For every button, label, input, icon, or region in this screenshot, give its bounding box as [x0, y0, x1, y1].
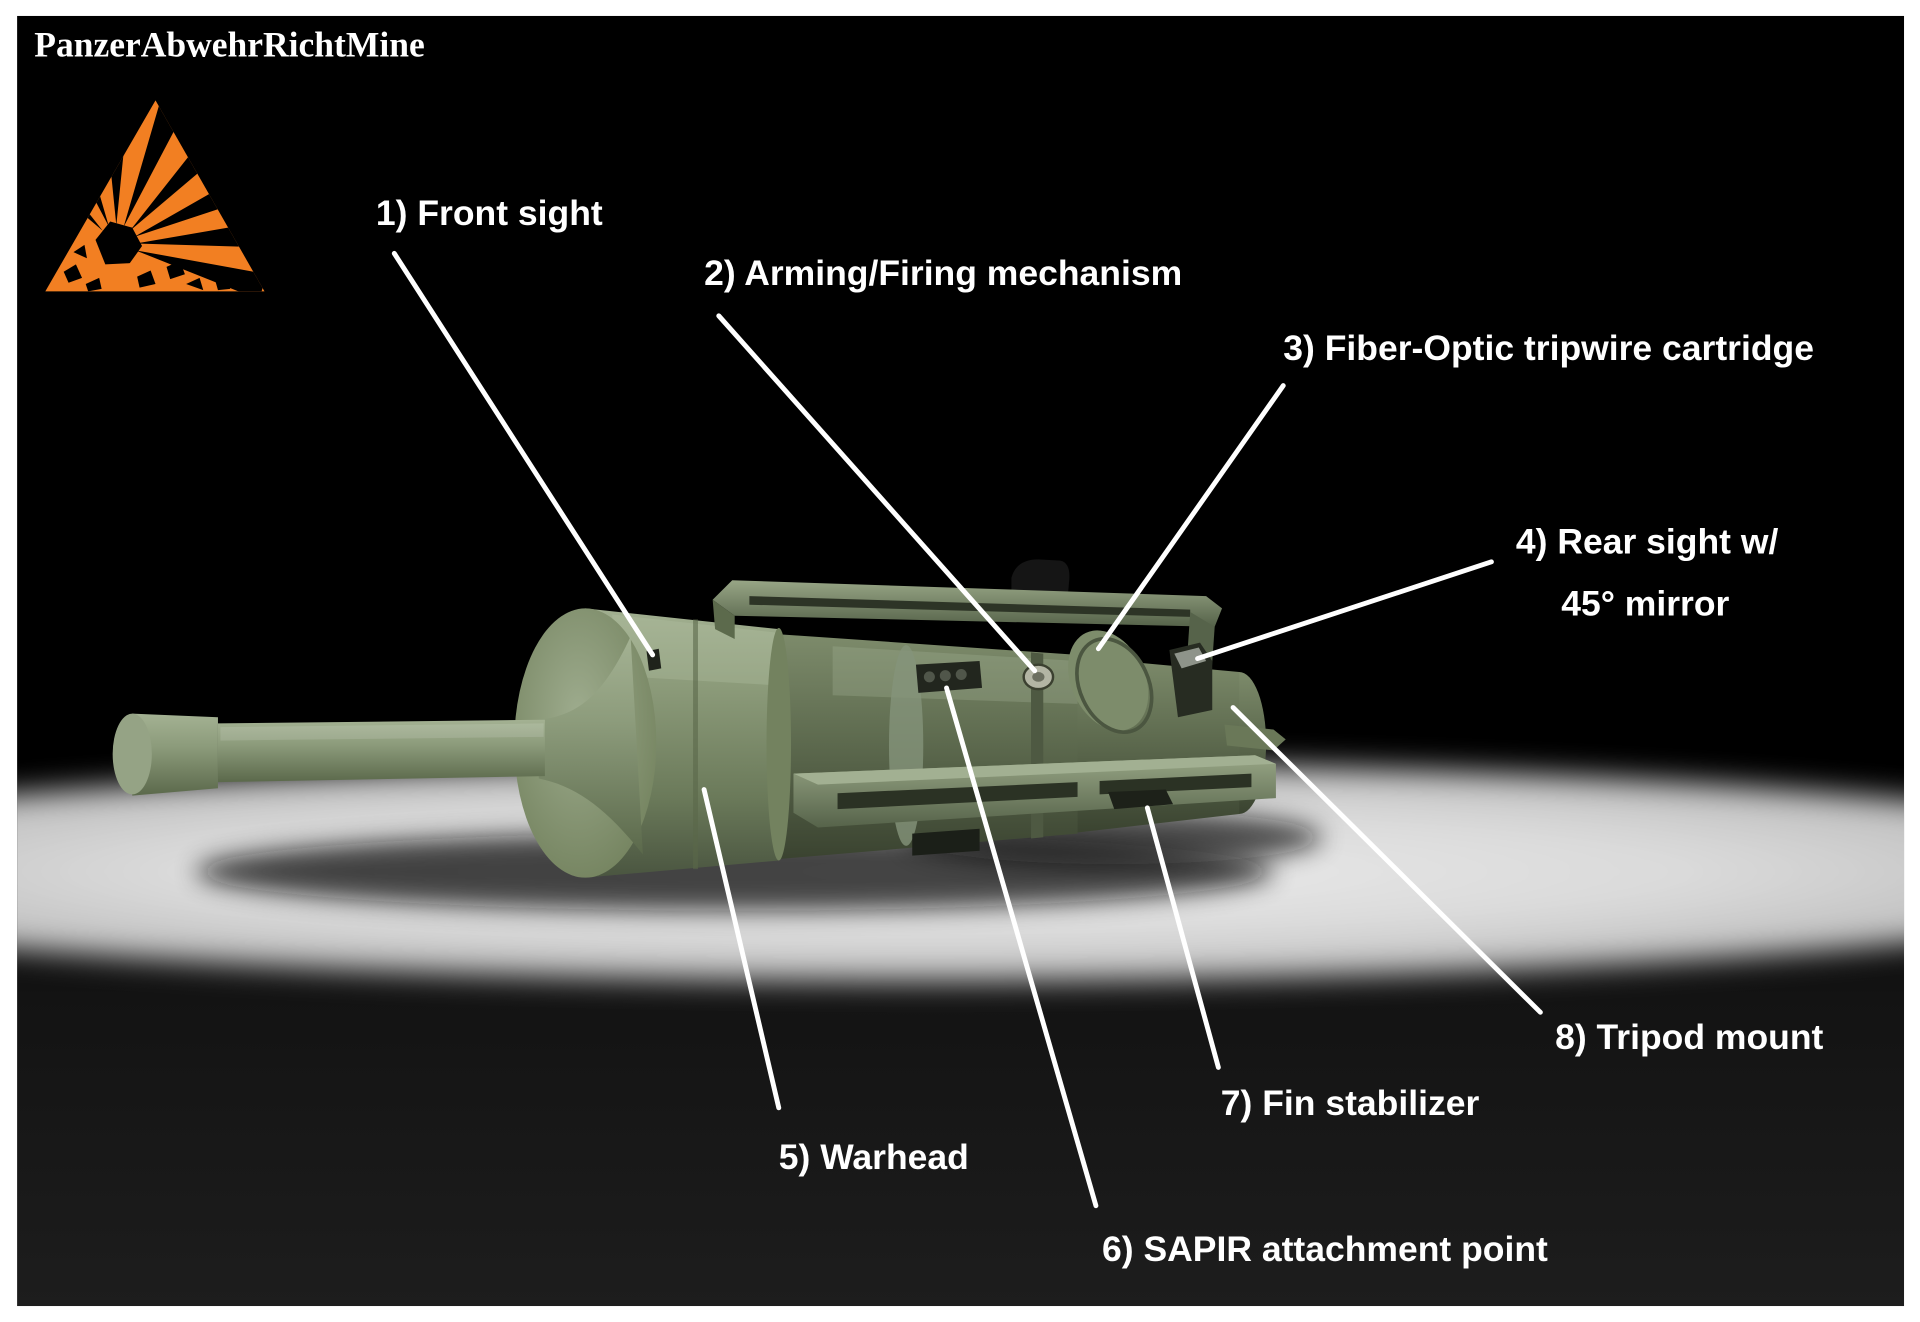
leader-line-front-sight	[391, 250, 656, 658]
support-feet	[912, 828, 980, 856]
label-warhead: 5) Warhead	[779, 1137, 969, 1177]
fiber-optic-cartridge-rim	[1075, 636, 1154, 734]
label-fin-stabilizer: 7) Fin stabilizer	[1221, 1083, 1480, 1123]
arming-knob-center	[1032, 672, 1045, 682]
sapir-socket	[923, 671, 935, 683]
page-title: PanzerAbwehrRichtMine	[34, 24, 424, 64]
leader-line-fin	[1144, 805, 1221, 1070]
leader-line-arming	[716, 313, 1038, 674]
leader-lines	[391, 250, 1543, 1209]
label-fiber-optic-cartridge: 3) Fiber-Optic tripwire cartridge	[1283, 328, 1814, 368]
bottom-frame-slot	[837, 782, 1078, 810]
leader-line-fiber-optic	[1095, 383, 1286, 652]
sapir-socket	[939, 670, 951, 682]
top-frame-slot	[749, 596, 1191, 617]
part-labels: 1) Front sight 2) Arming/Firing mechanis…	[376, 193, 1824, 1269]
label-arming-mechanism: 2) Arming/Firing mechanism	[704, 253, 1182, 293]
label-sapir-attachment: 6) SAPIR attachment point	[1102, 1229, 1548, 1269]
fin-stabilizer	[1108, 789, 1174, 810]
barrel-tube	[217, 719, 545, 783]
sapir-socket	[955, 668, 967, 680]
bottom-frame-top-face	[793, 755, 1276, 785]
leader-line-warhead	[701, 787, 782, 1111]
bottom-frame-slot	[1099, 773, 1252, 795]
carry-handle	[1011, 559, 1070, 598]
label-front-sight: 1) Front sight	[376, 193, 603, 233]
barrel-end-face	[112, 713, 152, 795]
barrel-highlight	[220, 723, 544, 741]
warhead-rear-edge	[766, 627, 792, 861]
warhead-cone	[538, 636, 643, 855]
warhead-groove	[693, 619, 698, 870]
top-frame-left-post	[712, 599, 735, 639]
label-tripod-mount: 8) Tripod mount	[1555, 1017, 1823, 1057]
barrel-end-body	[132, 713, 218, 796]
label-rear-sight-line1: 4) Rear sight w/	[1516, 521, 1779, 561]
label-rear-sight-line2: 45° mirror	[1561, 584, 1729, 624]
leader-line-rear-sight	[1195, 559, 1494, 661]
leader-line-tripod	[1230, 705, 1543, 1015]
rear-sight-mirror	[1174, 647, 1207, 669]
leader-line-sapir	[944, 685, 1099, 1209]
